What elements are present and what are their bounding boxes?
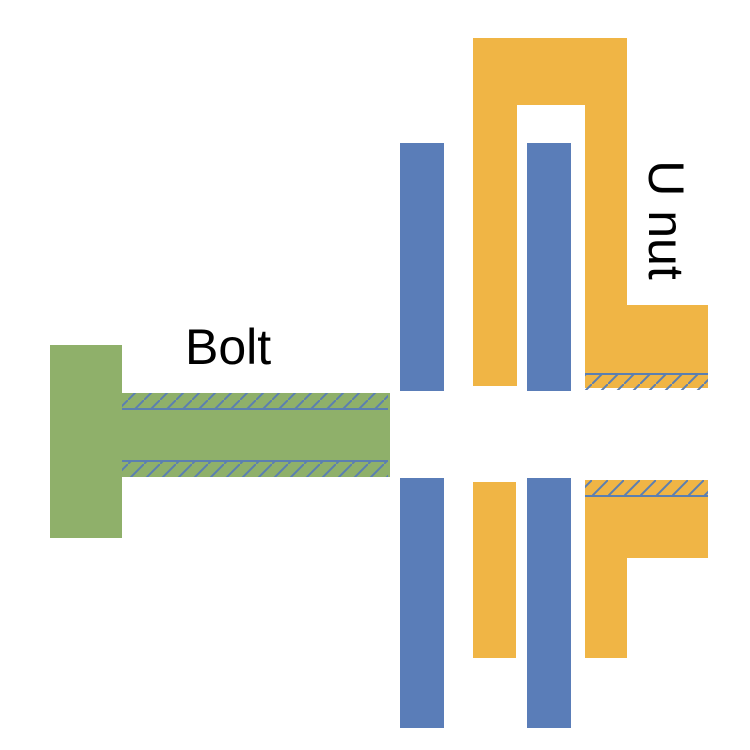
u-nut-thread-top (585, 374, 708, 390)
u-nut-label: U nut (638, 160, 694, 280)
plate-left-lower (400, 478, 444, 728)
u-nut-thread-bottom (585, 480, 708, 496)
bolt (50, 345, 390, 538)
plate-right-upper (527, 143, 571, 391)
u-nut-threads (585, 373, 708, 497)
u-nut (473, 38, 708, 658)
bolt-thread-bottom (122, 461, 388, 477)
plates (400, 143, 571, 728)
plate-left-upper (400, 143, 444, 391)
plate-right-lower (527, 478, 571, 728)
bolt-head (50, 345, 122, 538)
bolt-thread-top (122, 393, 388, 409)
u-nut-upper (473, 38, 708, 388)
u-nut-lower-outer (585, 480, 708, 658)
bolt-label: Bolt (185, 319, 271, 375)
u-nut-lower-inner-leg (473, 482, 516, 658)
